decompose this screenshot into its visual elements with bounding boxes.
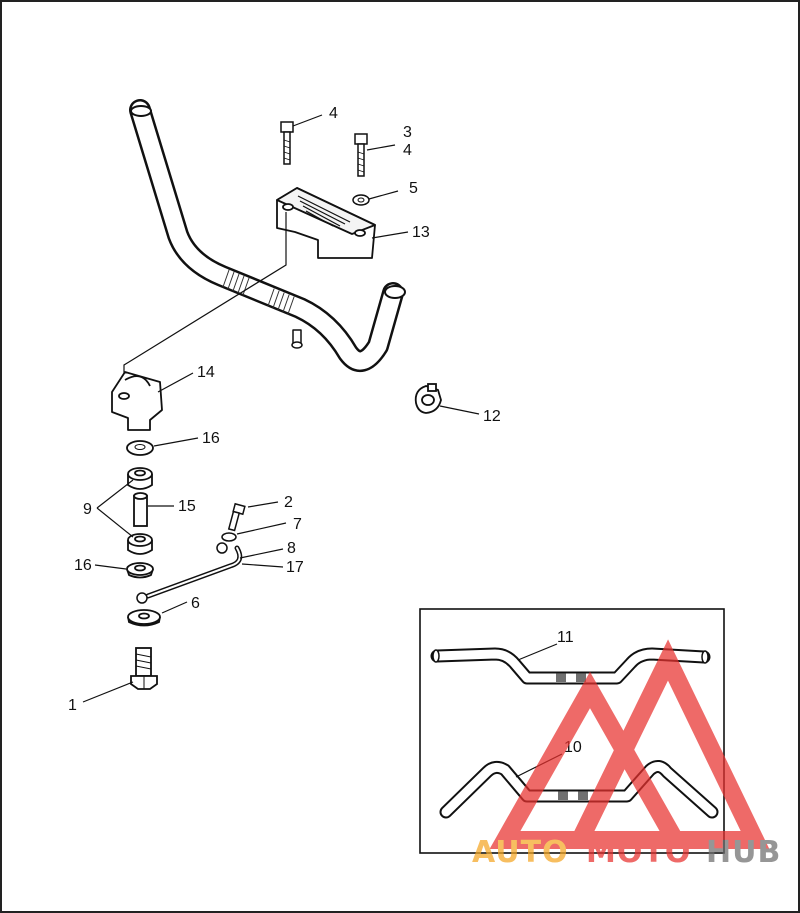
callout-16-lower: 16 (74, 557, 92, 574)
bushing-9-upper (127, 467, 153, 490)
callout-3: 3 (403, 124, 412, 141)
clip-12 (414, 383, 442, 414)
bushing-9-lower (127, 533, 153, 555)
watermark-hub: HUB (706, 835, 781, 870)
ground-cable-17 (136, 542, 243, 604)
callout-15: 15 (178, 498, 196, 515)
callout-7: 7 (293, 516, 302, 533)
callout-13: 13 (412, 224, 430, 241)
washer-16-lower (126, 562, 154, 579)
callout-1: 1 (68, 697, 77, 714)
washer-6 (127, 609, 161, 627)
callout-labels: 4 3 4 5 13 14 16 9 15 16 2 7 8 17 6 1 12… (68, 105, 582, 756)
watermark-logo: AUTO MOTO HUB (472, 639, 781, 870)
callout-11: 11 (557, 629, 574, 646)
bolt-upper-left (280, 121, 294, 165)
handlebar-main (129, 99, 406, 372)
upper-clamp-13 (276, 187, 376, 259)
callout-14: 14 (197, 364, 215, 381)
callout-17: 17 (286, 559, 304, 576)
watermark-moto: MOTO (586, 835, 691, 870)
callout-4-top: 4 (329, 105, 338, 122)
callout-2: 2 (284, 494, 293, 511)
callout-4: 4 (403, 142, 412, 159)
callout-8: 8 (287, 540, 296, 557)
callout-16-upper: 16 (202, 430, 220, 447)
bolt-1 (130, 647, 158, 690)
callout-12: 12 (483, 408, 501, 425)
lockwasher-7 (221, 532, 237, 542)
spacer-15 (133, 492, 148, 527)
callout-9: 9 (83, 501, 92, 518)
riser-14 (111, 371, 163, 431)
callout-5: 5 (409, 180, 418, 197)
bolt-upper-right (354, 133, 368, 177)
watermark-auto: AUTO (472, 835, 569, 870)
handlebar-11 (430, 647, 711, 685)
handlebar-10 (439, 760, 719, 819)
callout-6: 6 (191, 595, 200, 612)
screw-2 (227, 502, 246, 532)
